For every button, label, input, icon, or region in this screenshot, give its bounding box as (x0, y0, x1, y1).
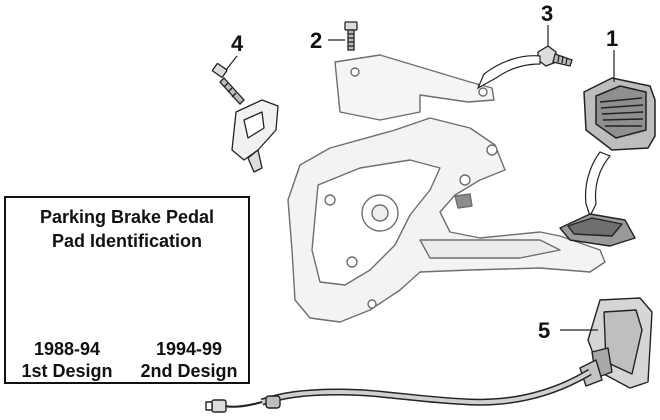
part-3-bolt (537, 45, 573, 67)
callout-leaders (225, 25, 615, 331)
part-4-clip (231, 99, 279, 173)
install-arrow-pad (584, 151, 612, 218)
callout-part-3: 3 (541, 1, 554, 26)
installed-pedal-pad (559, 213, 636, 247)
pad-identification-legend: Parking Brake Pedal Pad Identification 1… (4, 196, 250, 384)
callout-part-4: 4 (231, 31, 244, 56)
callout-part-1: 1 (606, 26, 619, 51)
pad-1-design: 1st Design (21, 361, 113, 381)
upper-bracket (334, 54, 495, 121)
legend-title-line-1: Parking Brake Pedal (39, 207, 215, 227)
part-5-cable-assembly (205, 297, 653, 413)
part-1-pedal-pad (583, 77, 656, 151)
pad-1-years: 1988-94 (33, 339, 101, 359)
part-4-screw (211, 63, 245, 105)
callout-part-2: 2 (310, 28, 323, 53)
pad-2-design: 2nd Design (140, 361, 238, 381)
install-arrow-bolt (476, 55, 541, 90)
part-2-bolt (344, 21, 358, 51)
legend-title-line-2: Pad Identification (51, 231, 202, 251)
pad-2-years: 1994-99 (155, 339, 223, 359)
pedal-bracket-assembly (287, 117, 606, 323)
callout-part-5: 5 (538, 318, 551, 343)
